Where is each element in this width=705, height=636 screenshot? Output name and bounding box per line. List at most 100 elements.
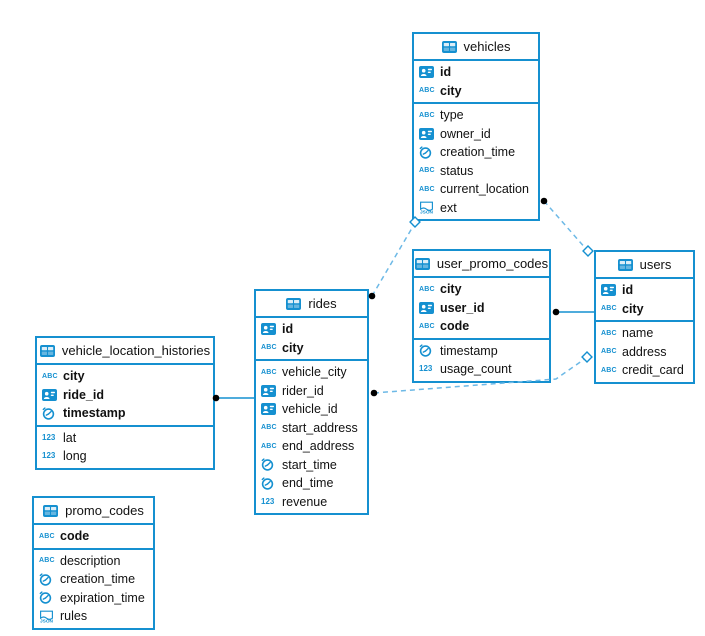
column-row: ABC type — [414, 106, 538, 125]
table-icon — [43, 504, 60, 517]
column-name: city — [622, 301, 644, 316]
string-type-icon: ABC — [42, 372, 58, 380]
column-name: city — [282, 340, 304, 355]
timestamp-type-icon — [39, 573, 56, 586]
uuid-type-icon — [261, 384, 278, 397]
column-name: timestamp — [440, 343, 498, 358]
table-node-promo_codes[interactable]: promo_codes ABC code ABC description creati… — [32, 496, 155, 630]
relationship-diamond-endpoint — [581, 351, 593, 363]
column-name: description — [60, 553, 121, 568]
table-header[interactable]: rides — [256, 291, 367, 318]
table-header[interactable]: vehicles — [414, 34, 538, 61]
column-name: credit_card — [622, 363, 684, 378]
table-header[interactable]: users — [596, 252, 693, 279]
column-name: city — [63, 369, 85, 384]
string-type-icon: ABC — [261, 344, 277, 352]
string-type-icon: ABC — [261, 424, 277, 432]
table-name: user_promo_codes — [436, 256, 549, 271]
table-name: users — [639, 257, 672, 272]
relationship-dot-endpoint — [368, 292, 376, 300]
table-name: promo_codes — [65, 503, 144, 518]
string-type-icon: ABC — [39, 532, 55, 540]
string-type-icon: ABC — [601, 366, 617, 374]
relationship-diamond-endpoint — [582, 245, 594, 257]
column-name: vehicle_id — [282, 402, 338, 417]
column-name: long — [63, 449, 87, 464]
column-name: vehicle_city — [282, 365, 347, 380]
column-name: creation_time — [60, 572, 136, 587]
svg-text:JSON: JSON — [420, 210, 434, 214]
numeric-type-icon: 123 — [261, 496, 275, 506]
table-header[interactable]: user_promo_codes — [414, 251, 549, 278]
table-header[interactable]: promo_codes — [34, 498, 153, 525]
table-icon — [39, 344, 57, 357]
uuid-type-icon — [42, 388, 59, 401]
string-type-icon: ABC — [419, 87, 435, 95]
column-name: code — [60, 529, 90, 544]
table-icon — [441, 40, 459, 53]
column-name: ride_id — [63, 387, 104, 402]
numeric-type-icon: 123 — [419, 364, 433, 374]
column-name: start_time — [282, 457, 337, 472]
column-name: owner_id — [440, 126, 491, 141]
string-type-icon: ABC — [601, 348, 617, 356]
column-row: user_id — [414, 299, 549, 318]
column-name: type — [440, 108, 464, 123]
relationship-dot-endpoint — [540, 197, 548, 205]
table-icon — [414, 257, 432, 270]
column-row: id — [414, 63, 538, 82]
column-name: lat — [63, 430, 77, 445]
column-row: creation_time — [414, 143, 538, 162]
column-row: rider_id — [256, 382, 367, 401]
column-name: status — [440, 163, 474, 178]
column-row: id — [596, 281, 693, 300]
numeric-type-icon: 123 — [42, 432, 56, 442]
uuid-type-icon — [419, 301, 436, 314]
table-node-vehicle_location_histories[interactable]: vehicle_location_histories ABC city ride_i… — [35, 336, 215, 470]
table-name: rides — [308, 296, 337, 311]
string-type-icon: ABC — [261, 368, 277, 376]
column-name: id — [622, 283, 634, 298]
column-row: ride_id — [37, 386, 213, 405]
column-name: end_time — [282, 476, 334, 491]
column-row: ABC vehicle_city — [256, 363, 367, 382]
string-type-icon: ABC — [419, 111, 435, 119]
column-row: timestamp — [414, 342, 549, 361]
column-name: user_id — [440, 300, 485, 315]
table-header[interactable]: vehicle_location_histories — [37, 338, 213, 365]
column-row: 123 lat — [37, 429, 213, 448]
table-icon — [286, 297, 303, 310]
timestamp-type-icon — [39, 591, 56, 604]
column-row: ABC city — [596, 300, 693, 319]
column-name: id — [282, 322, 294, 337]
primary-key-section: ABC code — [34, 525, 153, 550]
string-type-icon: ABC — [601, 305, 617, 313]
relationship-line-rides-vehicles — [371, 222, 416, 297]
column-name: name — [622, 326, 654, 341]
column-name: id — [440, 65, 452, 80]
column-row: start_time — [256, 456, 367, 475]
column-name: current_location — [440, 182, 529, 197]
uuid-type-icon — [419, 127, 436, 140]
column-row: ABC code — [34, 527, 153, 546]
svg-text:JSON: JSON — [40, 618, 54, 622]
string-type-icon: ABC — [39, 557, 55, 565]
numeric-type-icon: 123 — [42, 451, 56, 461]
string-type-icon: ABC — [419, 322, 435, 330]
